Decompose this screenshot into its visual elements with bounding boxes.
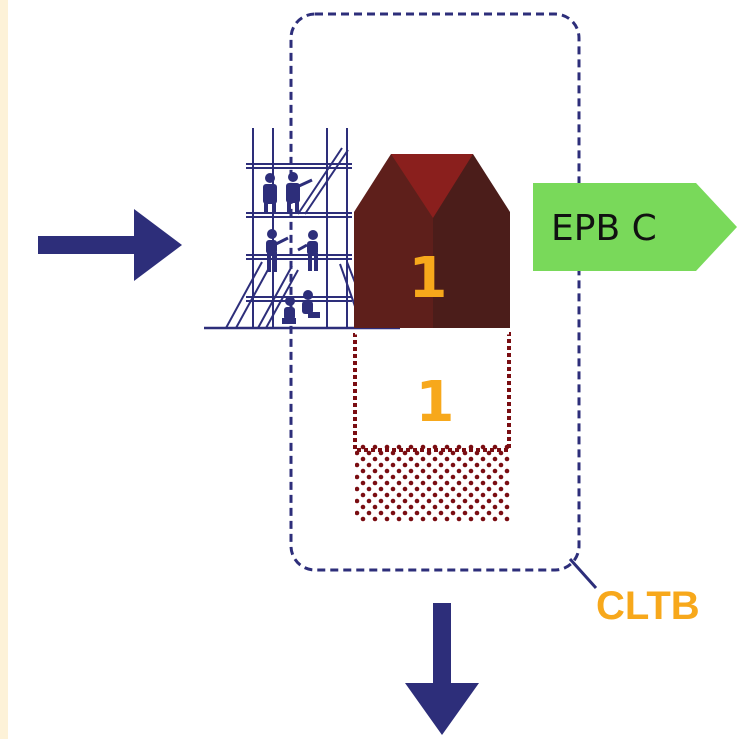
epb-label: EPB C [551,208,657,249]
lower-number: 1 [416,370,455,435]
arrow-right-icon [38,209,182,281]
house-number: 1 [409,246,448,311]
cltb-connector-line [568,557,598,590]
cltb-label: CLTB [596,584,700,628]
scaffolding-workers-icon [204,128,400,330]
cltb-boundary-box [289,12,581,572]
worker-figures [263,172,320,324]
house-icon [354,154,510,328]
left-margin-strip [0,0,8,739]
dotted-foundation [355,444,510,522]
arrow-down-icon [405,603,479,735]
epb-badge: EPB C [533,183,737,271]
